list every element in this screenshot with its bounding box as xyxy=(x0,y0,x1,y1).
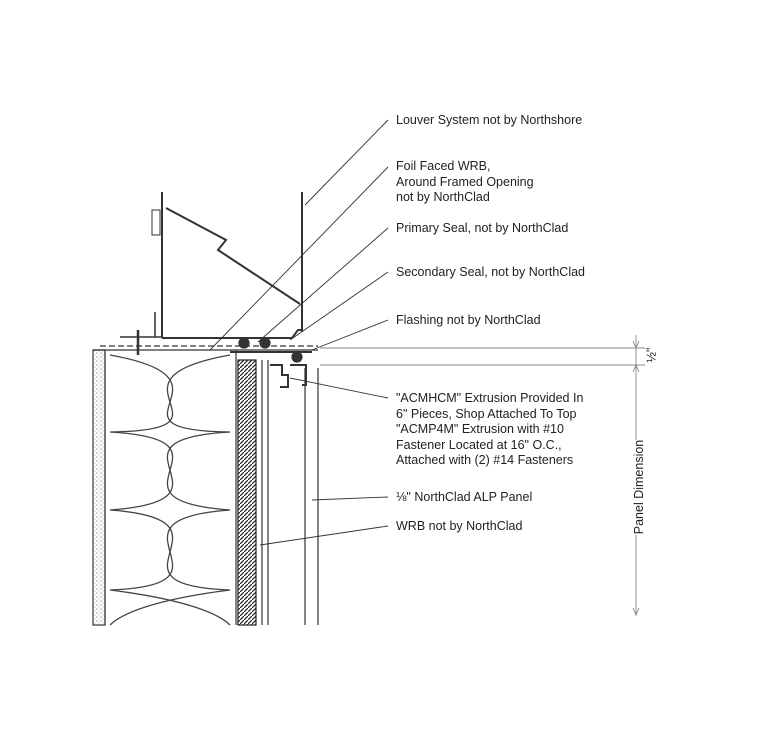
label-louver-system: Louver System not by Northshore xyxy=(396,113,583,127)
label-foil-wrb: Foil Faced WRB, Around Framed Opening no… xyxy=(396,159,534,206)
label-line: "ACMHCM" Extrusion Provided In xyxy=(396,391,584,405)
acmhcm-extrusion xyxy=(270,364,307,388)
label-flashing: Flashing not by NorthClad xyxy=(396,313,541,327)
louver-frame xyxy=(120,192,303,355)
label-line: Foil Faced WRB, xyxy=(396,159,491,173)
label-line: Fastener Located at 16" O.C., xyxy=(396,437,562,452)
leader-lines xyxy=(209,119,389,546)
wrb-layer xyxy=(237,359,257,626)
label-extrusion: "ACMHCM" Extrusion Provided In 6" Pieces… xyxy=(396,391,583,469)
label-line: not by NorthClad xyxy=(396,190,490,204)
dimension-gap-label: ½" xyxy=(644,347,659,363)
sheathing xyxy=(92,349,106,626)
alp-panel xyxy=(304,368,319,625)
insulation-batt xyxy=(104,350,237,626)
dimension-panel-label: Panel Dimension xyxy=(632,439,646,535)
label-line: Attached with (2) #14 Fasteners xyxy=(396,453,574,467)
label-primary-seal: Primary Seal, not by NorthClad xyxy=(396,221,569,235)
label-line: "ACMP4M" Extrusion with #10 xyxy=(396,422,564,436)
label-alp-panel: ⅛" NorthClad ALP Panel xyxy=(396,490,533,504)
seals xyxy=(238,337,303,363)
label-line: 6" Pieces, Shop Attached To Top xyxy=(396,406,577,421)
label-secondary-seal: Secondary Seal, not by NorthClad xyxy=(396,265,585,279)
label-wrb: WRB not by NorthClad xyxy=(396,519,523,533)
dimension-lines xyxy=(320,335,645,617)
label-line: Around Framed Opening xyxy=(396,174,534,189)
